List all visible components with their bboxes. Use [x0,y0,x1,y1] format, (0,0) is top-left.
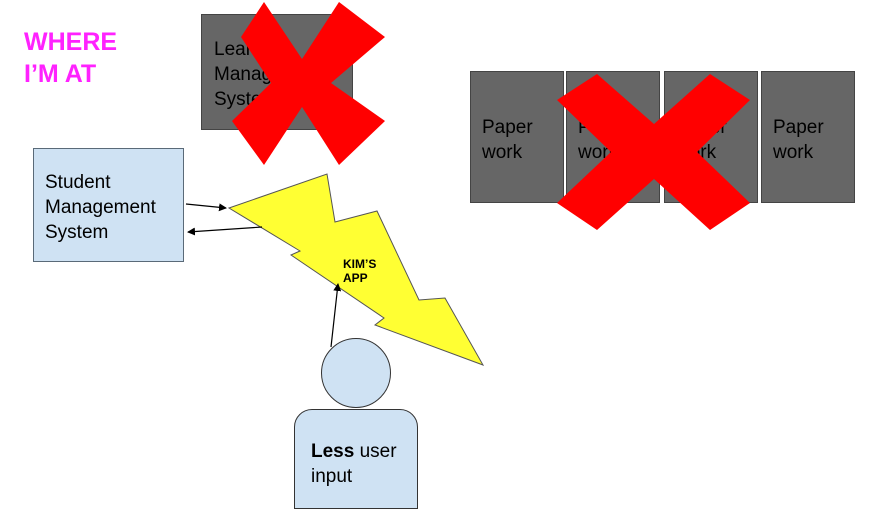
cross-mark-icon [232,2,385,165]
app-label-line-2: APP [343,271,368,285]
paperwork-box-1: Paper work [470,71,564,203]
app-label-line-1: KIM’S [343,257,377,271]
student-management-system-box: Student Management System [33,148,184,262]
sms-line-3: System [45,222,109,243]
arrow-to-sms [187,226,263,236]
app-label: KIM’S APP [343,257,376,285]
user-body-box: Less user input [294,409,418,509]
cross-mark-icon [557,74,750,230]
paperwork-1-line-2: work [482,142,523,163]
paperwork-4-line-1: Paper [773,117,824,138]
sms-line-1: Student [45,172,111,193]
paperwork-box-4: Paper work [761,71,855,203]
title-line-1: WHERE [24,28,118,56]
user-head [321,338,391,408]
user-bold-text: Less [311,441,355,462]
user-text: user input [311,441,397,487]
lightning-bolt-icon [227,173,485,366]
sms-line-2: Management [45,197,156,218]
arrow-to-app [185,203,227,212]
arrow-user-to-app [330,283,342,348]
paperwork-1-line-1: Paper [482,117,533,138]
paperwork-4-line-2: work [773,142,814,163]
diagram-title: WHERE I’M AT [24,26,117,90]
title-line-2: I’M AT [24,60,97,88]
